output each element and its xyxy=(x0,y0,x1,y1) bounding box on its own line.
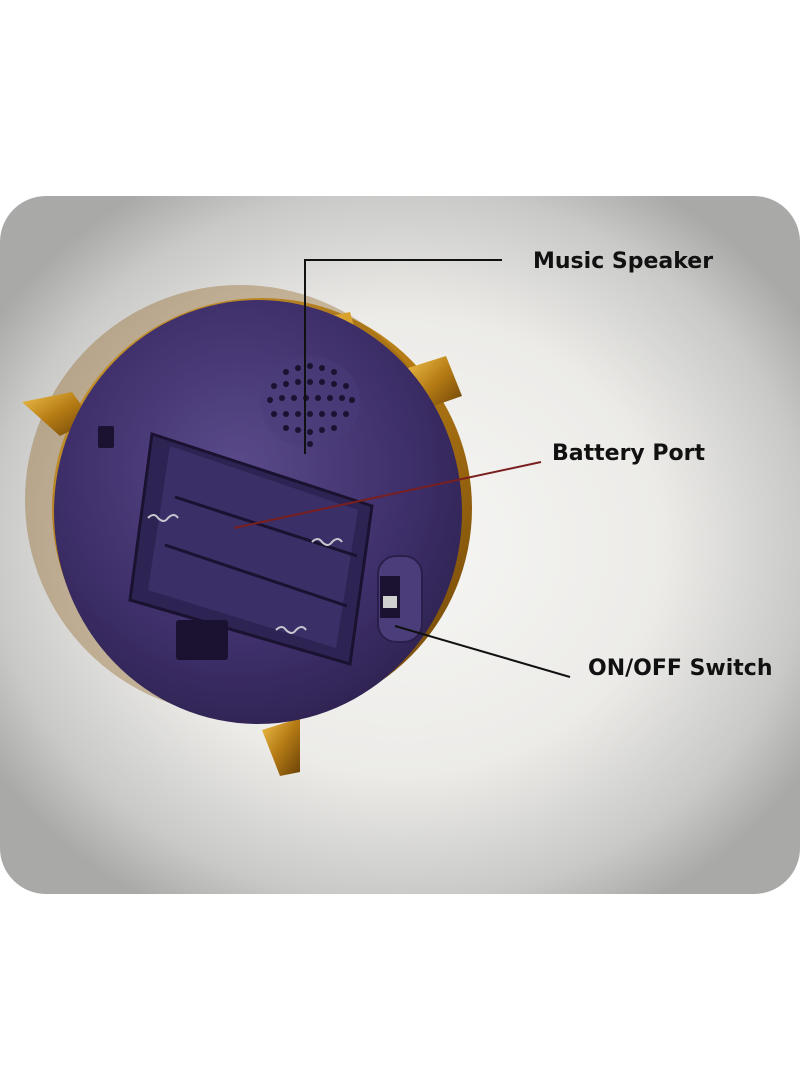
battery-compartment xyxy=(128,432,374,666)
music-box-base-illustration xyxy=(22,259,571,776)
music-speaker-label: Music Speaker xyxy=(533,249,714,274)
on-off-switch-label: ON/OFF Switch xyxy=(588,656,773,681)
battery-leader xyxy=(233,461,542,529)
battery-latch xyxy=(176,620,228,660)
speaker-grille xyxy=(260,356,360,448)
battery-springs xyxy=(147,514,343,634)
switch-leader xyxy=(394,625,571,678)
vent-slot xyxy=(98,426,114,448)
speaker-leader xyxy=(304,259,502,454)
gold-foot-bottom xyxy=(262,718,300,776)
power-switch xyxy=(377,555,423,643)
product-photo xyxy=(0,196,800,894)
callout-leader-lines xyxy=(233,259,571,678)
battery-port-label: Battery Port xyxy=(552,441,706,466)
